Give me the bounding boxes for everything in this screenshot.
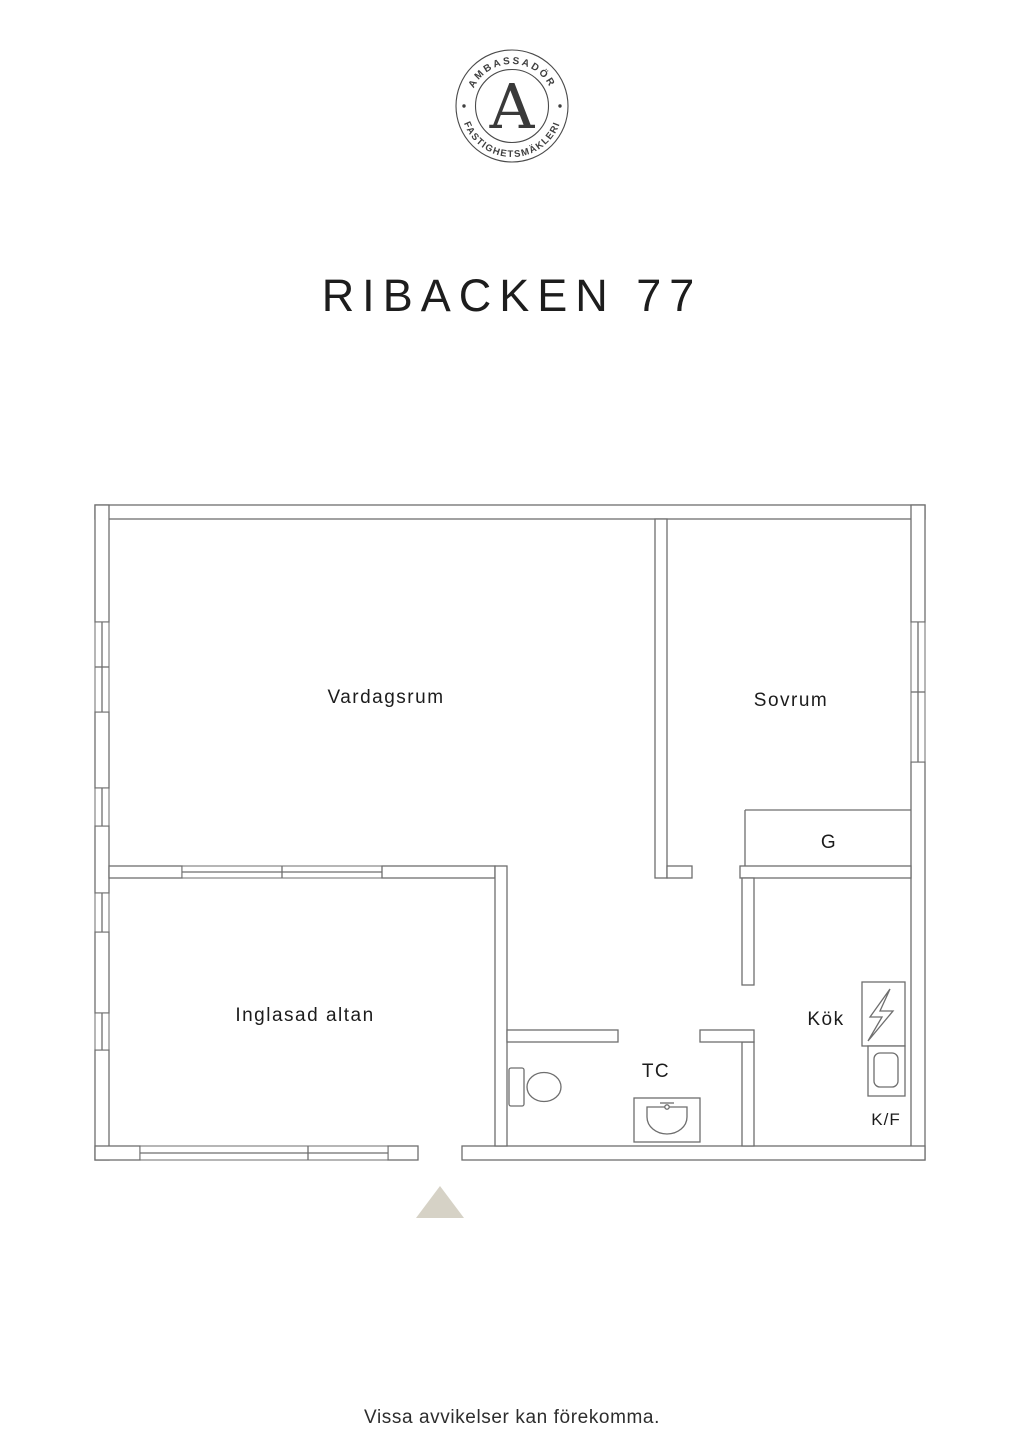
wall-left-segment bbox=[94, 931, 110, 1014]
wall-bedroom-bottom bbox=[739, 865, 912, 879]
window bbox=[94, 892, 110, 933]
wall-patio-top bbox=[381, 865, 496, 879]
wall-toilet-top bbox=[506, 1029, 619, 1043]
wall-bottom-segment bbox=[387, 1145, 419, 1161]
room-label-living-room: Vardagsrum bbox=[327, 687, 444, 708]
fixtures bbox=[508, 981, 906, 1143]
wall-left-segment bbox=[94, 825, 110, 894]
room-label-glazed-patio: Inglasad altan bbox=[235, 1005, 374, 1026]
windows bbox=[94, 621, 926, 1161]
toilet-icon bbox=[508, 1067, 562, 1107]
sink-icon bbox=[633, 1097, 701, 1143]
wall-kitchen-left bbox=[741, 1041, 755, 1147]
wall-right-segment bbox=[910, 761, 926, 1161]
wall-left-segment bbox=[94, 711, 110, 789]
window bbox=[139, 1145, 389, 1161]
interior-walls bbox=[108, 518, 912, 1147]
wall-wardrobe bbox=[744, 809, 911, 866]
wall-patio-right bbox=[494, 865, 508, 1147]
window bbox=[94, 787, 110, 827]
room-label-fridge-freezer: K/F bbox=[871, 1110, 900, 1129]
room-label-bedroom: Sovrum bbox=[754, 690, 828, 711]
logo-right-dot-icon bbox=[558, 104, 562, 108]
room-labels: Vardagsrum Sovrum G Inglasad altan TC Kö… bbox=[235, 687, 900, 1129]
wall-left-segment bbox=[94, 1049, 110, 1161]
exterior-walls bbox=[94, 504, 926, 1161]
room-label-wardrobe: G bbox=[821, 832, 837, 853]
wall-bottom-segment bbox=[94, 1145, 141, 1161]
wall-right-segment bbox=[910, 504, 926, 623]
stove-icon bbox=[861, 981, 906, 1047]
disclaimer-text: Vissa avvikelser kan förekomma. bbox=[364, 1407, 660, 1428]
logo-outer-circle-icon bbox=[455, 49, 569, 163]
room-label-kitchen: Kök bbox=[807, 1009, 844, 1030]
logo-inner-circle-icon bbox=[474, 68, 550, 144]
logo-monogram: A bbox=[489, 70, 536, 143]
wall-top bbox=[94, 504, 926, 520]
glazed-partition bbox=[181, 865, 383, 879]
wall-patio-top bbox=[108, 865, 183, 879]
agency-logo: A AMBASSADÖR FASTIGHETSMÄKLERI bbox=[455, 49, 569, 163]
logo-left-dot-icon bbox=[462, 104, 466, 108]
window bbox=[94, 1012, 110, 1051]
entrance-arrow-icon bbox=[416, 1186, 464, 1218]
window bbox=[910, 621, 926, 763]
wall-room-divider bbox=[654, 518, 668, 879]
wall-bedroom-bottom bbox=[666, 865, 693, 879]
kitchen-sink-icon bbox=[867, 1045, 906, 1097]
window bbox=[94, 621, 110, 713]
wall-bottom-segment bbox=[461, 1145, 926, 1161]
room-label-toilet: TC bbox=[642, 1061, 670, 1082]
wall-left-segment bbox=[94, 504, 110, 623]
page-title: RIBACKEN 77 bbox=[322, 270, 703, 321]
floorplan-drawing: Vardagsrum Sovrum G Inglasad altan TC Kö… bbox=[94, 504, 926, 1218]
wall-kitchen-left bbox=[741, 877, 755, 986]
wall-toilet-top bbox=[699, 1029, 755, 1043]
